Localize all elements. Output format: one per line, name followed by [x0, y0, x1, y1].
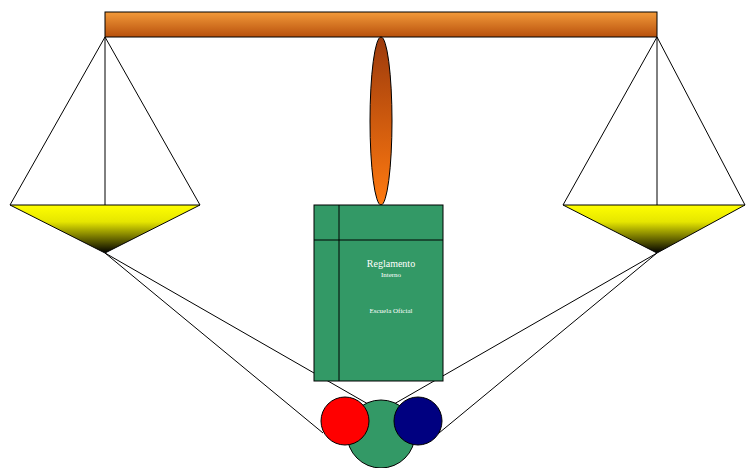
pole [370, 37, 392, 205]
book-cover [314, 205, 443, 381]
book-footer: Escuela Oficial [370, 307, 413, 315]
book-band [314, 240, 443, 241]
book-subtitle: Interno [381, 271, 401, 279]
right-pan [563, 205, 745, 253]
red-circle [321, 397, 369, 445]
left-pan [10, 205, 200, 253]
book-node: ReglamentoInternoEscuela Oficial [341, 258, 441, 315]
beam [105, 12, 657, 37]
pan-strings [10, 37, 745, 205]
blue-circle [394, 397, 442, 445]
book-title: Reglamento [367, 258, 415, 270]
book-spine [339, 205, 340, 381]
